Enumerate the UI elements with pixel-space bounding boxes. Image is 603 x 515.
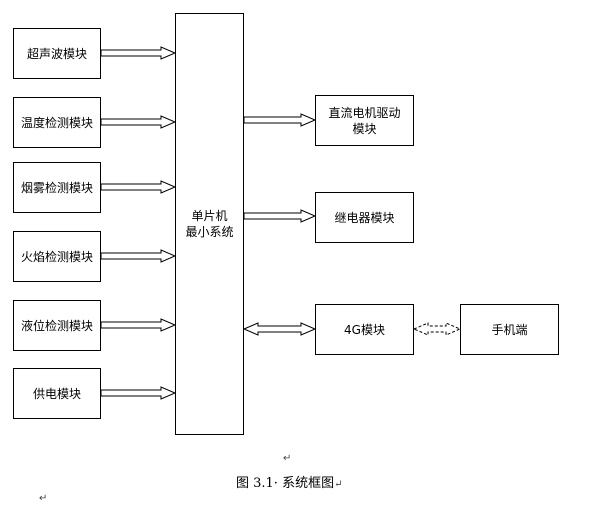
power-arrow — [100, 386, 177, 400]
phone-label: 手机端 — [491, 322, 528, 337]
ultrasonic-module-label: 超声波模块 — [26, 46, 87, 61]
liquid-level-module-label: 液位检测模块 — [20, 318, 93, 333]
4g-phone-wireless-arrow — [412, 322, 462, 336]
phone-box: 手机端 — [460, 304, 559, 355]
mcu-box: 单片机 最小系统 — [175, 13, 244, 435]
mcu-label-line2: 最小系统 — [185, 225, 234, 239]
dc-motor-driver-box: 直流电机驱动 模块 — [315, 95, 414, 146]
liquid-level-arrow — [100, 318, 177, 332]
power-module-label: 供电模块 — [32, 386, 81, 401]
dc-motor-driver-label-line1: 直流电机驱动 — [328, 105, 401, 120]
dc-motor-driver-label-line2: 模块 — [352, 121, 377, 136]
temperature-module-label: 温度检测模块 — [20, 115, 93, 130]
relay-module-box: 继电器模块 — [315, 192, 414, 243]
caption-paragraph-mark: ↵ — [334, 479, 343, 490]
relay-module-label: 继电器模块 — [334, 210, 395, 225]
figure-caption: 图 3.1· 系统框图↵ — [236, 472, 342, 491]
flame-module-label: 火焰检测模块 — [20, 249, 93, 264]
ultrasonic-arrow — [100, 46, 177, 60]
temperature-module-box: 温度检测模块 — [13, 97, 101, 148]
flame-arrow — [100, 249, 177, 263]
ultrasonic-module-box: 超声波模块 — [13, 28, 101, 79]
caption-text: 图 3.1· 系统框图 — [236, 476, 335, 491]
paragraph-mark-upper: ↵ — [283, 453, 292, 464]
power-module-box: 供电模块 — [13, 368, 101, 419]
mcu-4g-bidirectional-arrow — [242, 322, 317, 336]
mcu-to-dc-motor-arrow — [243, 113, 317, 127]
4g-module-box: 4G模块 — [315, 304, 414, 355]
flame-module-box: 火焰检测模块 — [13, 231, 101, 282]
temperature-arrow — [100, 115, 177, 129]
paragraph-mark-lower: ↵ — [39, 493, 48, 504]
mcu-label-line1: 单片机 — [191, 209, 228, 223]
mcu-to-relay-arrow — [243, 209, 317, 223]
smoke-arrow — [100, 180, 177, 194]
4g-module-label: 4G模块 — [344, 322, 385, 337]
liquid-level-module-box: 液位检测模块 — [13, 300, 101, 351]
smoke-module-box: 烟雾检测模块 — [13, 162, 101, 213]
smoke-module-label: 烟雾检测模块 — [20, 180, 93, 195]
